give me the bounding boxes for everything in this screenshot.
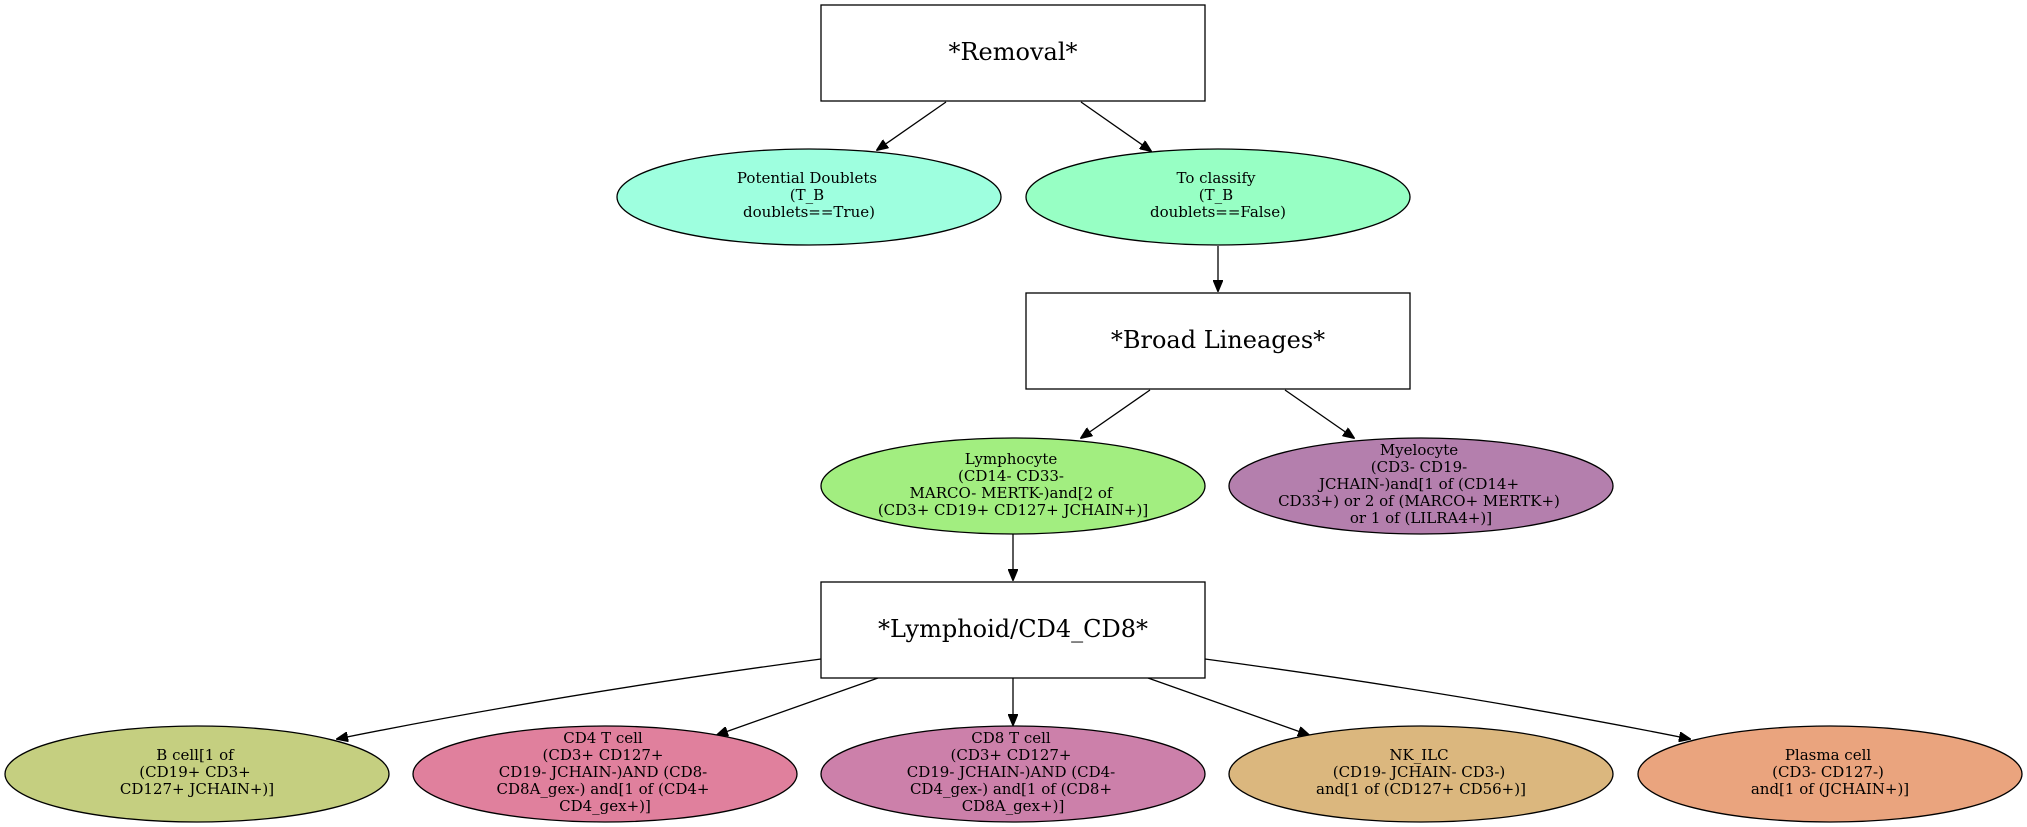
svg-text:To classify (T_B d: To classify (T_B doublets==False) <box>1150 169 1286 221</box>
node-myelocyte-line: CD33+) or 2 of (MARCO+ MERTK+) <box>1278 492 1560 510</box>
edge-lymphoid-nkilc <box>1147 677 1309 735</box>
node-lymphocyte-line: Lymphocyte <box>965 450 1058 468</box>
node-potential-doublets[interactable]: Potential Doublets (T_B doublets==True) <box>616 148 1002 246</box>
node-plasma-cell-line: (CD3- CD127-) <box>1772 763 1884 781</box>
node-cd4-t-cell-line: CD19- JCHAIN-)AND (CD8- <box>499 763 708 781</box>
node-cd4-t-cell[interactable]: CD4 T cell (CD3+ CD127+ CD19- JCHAIN-)AN… <box>412 725 798 823</box>
node-b-cell[interactable]: B cell[1 of (CD19+ CD3+ CD127+ JCHAIN+)] <box>4 725 390 823</box>
node-b-cell-line: CD127+ JCHAIN+)] <box>120 780 274 798</box>
rect-node-lymphoid-cd4-cd8[interactable]: *Lymphoid/CD4_CD8* <box>820 581 1206 679</box>
node-potential-doublets-line: Potential Doublets <box>737 169 877 187</box>
node-cd8-t-cell-line: CD8A_gex+)] <box>962 797 1065 815</box>
node-cd8-t-cell[interactable]: CD8 T cell (CD3+ CD127+ CD19- JCHAIN-)AN… <box>820 725 1206 823</box>
node-cd4-t-cell-line: CD4_gex+)] <box>559 797 651 815</box>
node-nk-ilc-line: (CD19- JCHAIN- CD3-) <box>1333 763 1506 781</box>
node-myelocyte-line: (CD3- CD19- <box>1371 458 1467 476</box>
svg-text:Lymphocyte (CD14- CD33-: Lymphocyte (CD14- CD33- MARCO- MERTK-)an… <box>878 450 1148 519</box>
edge-lymphoid-bcell <box>337 658 822 739</box>
svg-text:CD8 T cell (CD3+ CD127+: CD8 T cell (CD3+ CD127+ CD19- JCHAIN-)AN… <box>907 729 1120 815</box>
node-nk-ilc[interactable]: NK_ILC (CD19- JCHAIN- CD3-) and[1 of (CD… <box>1228 725 1614 823</box>
node-lymphocyte-line: (CD14- CD33- <box>958 467 1064 485</box>
svg-text:Potential Doublets (T_B: Potential Doublets (T_B doublets==True) <box>737 169 881 221</box>
node-cd4-t-cell-line: CD8A_gex-) and[1 of (CD4+ <box>497 780 710 798</box>
node-potential-doublets-line: (T_B <box>790 186 824 204</box>
node-b-cell-line: B cell[1 of <box>156 746 235 764</box>
svg-text:NK_ILC (CD19- JCHAIN- CD: NK_ILC (CD19- JCHAIN- CD3-) and[1 of (CD… <box>1316 746 1526 798</box>
node-plasma-cell-line: Plasma cell <box>1785 746 1872 764</box>
edge-lymphoid-cd4 <box>717 677 879 735</box>
node-to-classify-line: To classify <box>1177 169 1257 187</box>
node-nk-ilc-line: and[1 of (CD127+ CD56+)] <box>1316 780 1526 798</box>
svg-text:Myelocyte (CD3- CD19-: Myelocyte (CD3- CD19- JCHAIN-)and[1 of (… <box>1278 441 1564 527</box>
node-plasma-cell-line: and[1 of (JCHAIN+)] <box>1751 780 1909 798</box>
node-cd8-t-cell-line: CD8 T cell <box>971 729 1051 747</box>
node-cd4-t-cell-line: (CD3+ CD127+ <box>543 746 664 764</box>
edge-broad-myelocyte <box>1284 389 1354 438</box>
node-lymphocyte-line: (CD3+ CD19+ CD127+ JCHAIN+)] <box>878 501 1148 519</box>
node-myelocyte[interactable]: Myelocyte (CD3- CD19- JCHAIN-)and[1 of (… <box>1228 437 1614 535</box>
node-potential-doublets-line: doublets==True) <box>743 203 875 221</box>
node-to-classify-line: (T_B <box>1199 186 1233 204</box>
node-to-classify[interactable]: To classify (T_B doublets==False) <box>1025 148 1411 246</box>
svg-text:B cell[1 of (CD19+ CD3+: B cell[1 of (CD19+ CD3+ CD127+ JCHAIN+)] <box>120 746 274 798</box>
edge-removal-doublets <box>877 101 947 150</box>
node-myelocyte-line: Myelocyte <box>1380 441 1458 459</box>
node-cd8-t-cell-line: CD4_gex-) and[1 of (CD8+ <box>910 780 1112 798</box>
rect-node-removal[interactable]: *Removal* <box>820 4 1206 102</box>
rect-node-broad-lineages[interactable]: *Broad Lineages* <box>1025 292 1411 390</box>
node-lymphocyte[interactable]: Lymphocyte (CD14- CD33- MARCO- MERTK-)an… <box>820 437 1206 535</box>
node-b-cell-line: (CD19+ CD3+ <box>139 763 250 781</box>
rect-node-lymphoid-cd4-cd8-label: *Lymphoid/CD4_CD8* <box>878 615 1148 643</box>
node-myelocyte-line: or 1 of (LILRA4+)] <box>1350 509 1492 527</box>
rect-node-removal-label: *Removal* <box>948 38 1077 66</box>
svg-text:CD4 T cell (CD3+ CD127+: CD4 T cell (CD3+ CD127+ CD19- JCHAIN-)AN… <box>497 729 714 815</box>
edge-broad-lymphocyte <box>1081 389 1151 438</box>
node-cd4-t-cell-line: CD4 T cell <box>563 729 643 747</box>
edge-lymphoid-plasma <box>1204 658 1690 739</box>
node-cd8-t-cell-line: CD19- JCHAIN-)AND (CD4- <box>907 763 1116 781</box>
node-plasma-cell[interactable]: Plasma cell (CD3- CD127-) and[1 of (JCHA… <box>1637 725 2023 823</box>
edge-removal-classify <box>1080 101 1151 151</box>
node-cd8-t-cell-line: (CD3+ CD127+ <box>951 746 1072 764</box>
node-myelocyte-line: JCHAIN-)and[1 of (CD14+ <box>1317 475 1519 493</box>
node-lymphocyte-line: MARCO- MERTK-)and[2 of <box>910 484 1114 502</box>
node-nk-ilc-line: NK_ILC <box>1389 746 1448 764</box>
svg-text:Plasma cell (CD3- CD127-: Plasma cell (CD3- CD127-) and[1 of (JCHA… <box>1751 746 1909 798</box>
rect-node-broad-lineages-label: *Broad Lineages* <box>1111 326 1325 354</box>
edges <box>337 101 1690 739</box>
node-to-classify-line: doublets==False) <box>1150 203 1286 221</box>
